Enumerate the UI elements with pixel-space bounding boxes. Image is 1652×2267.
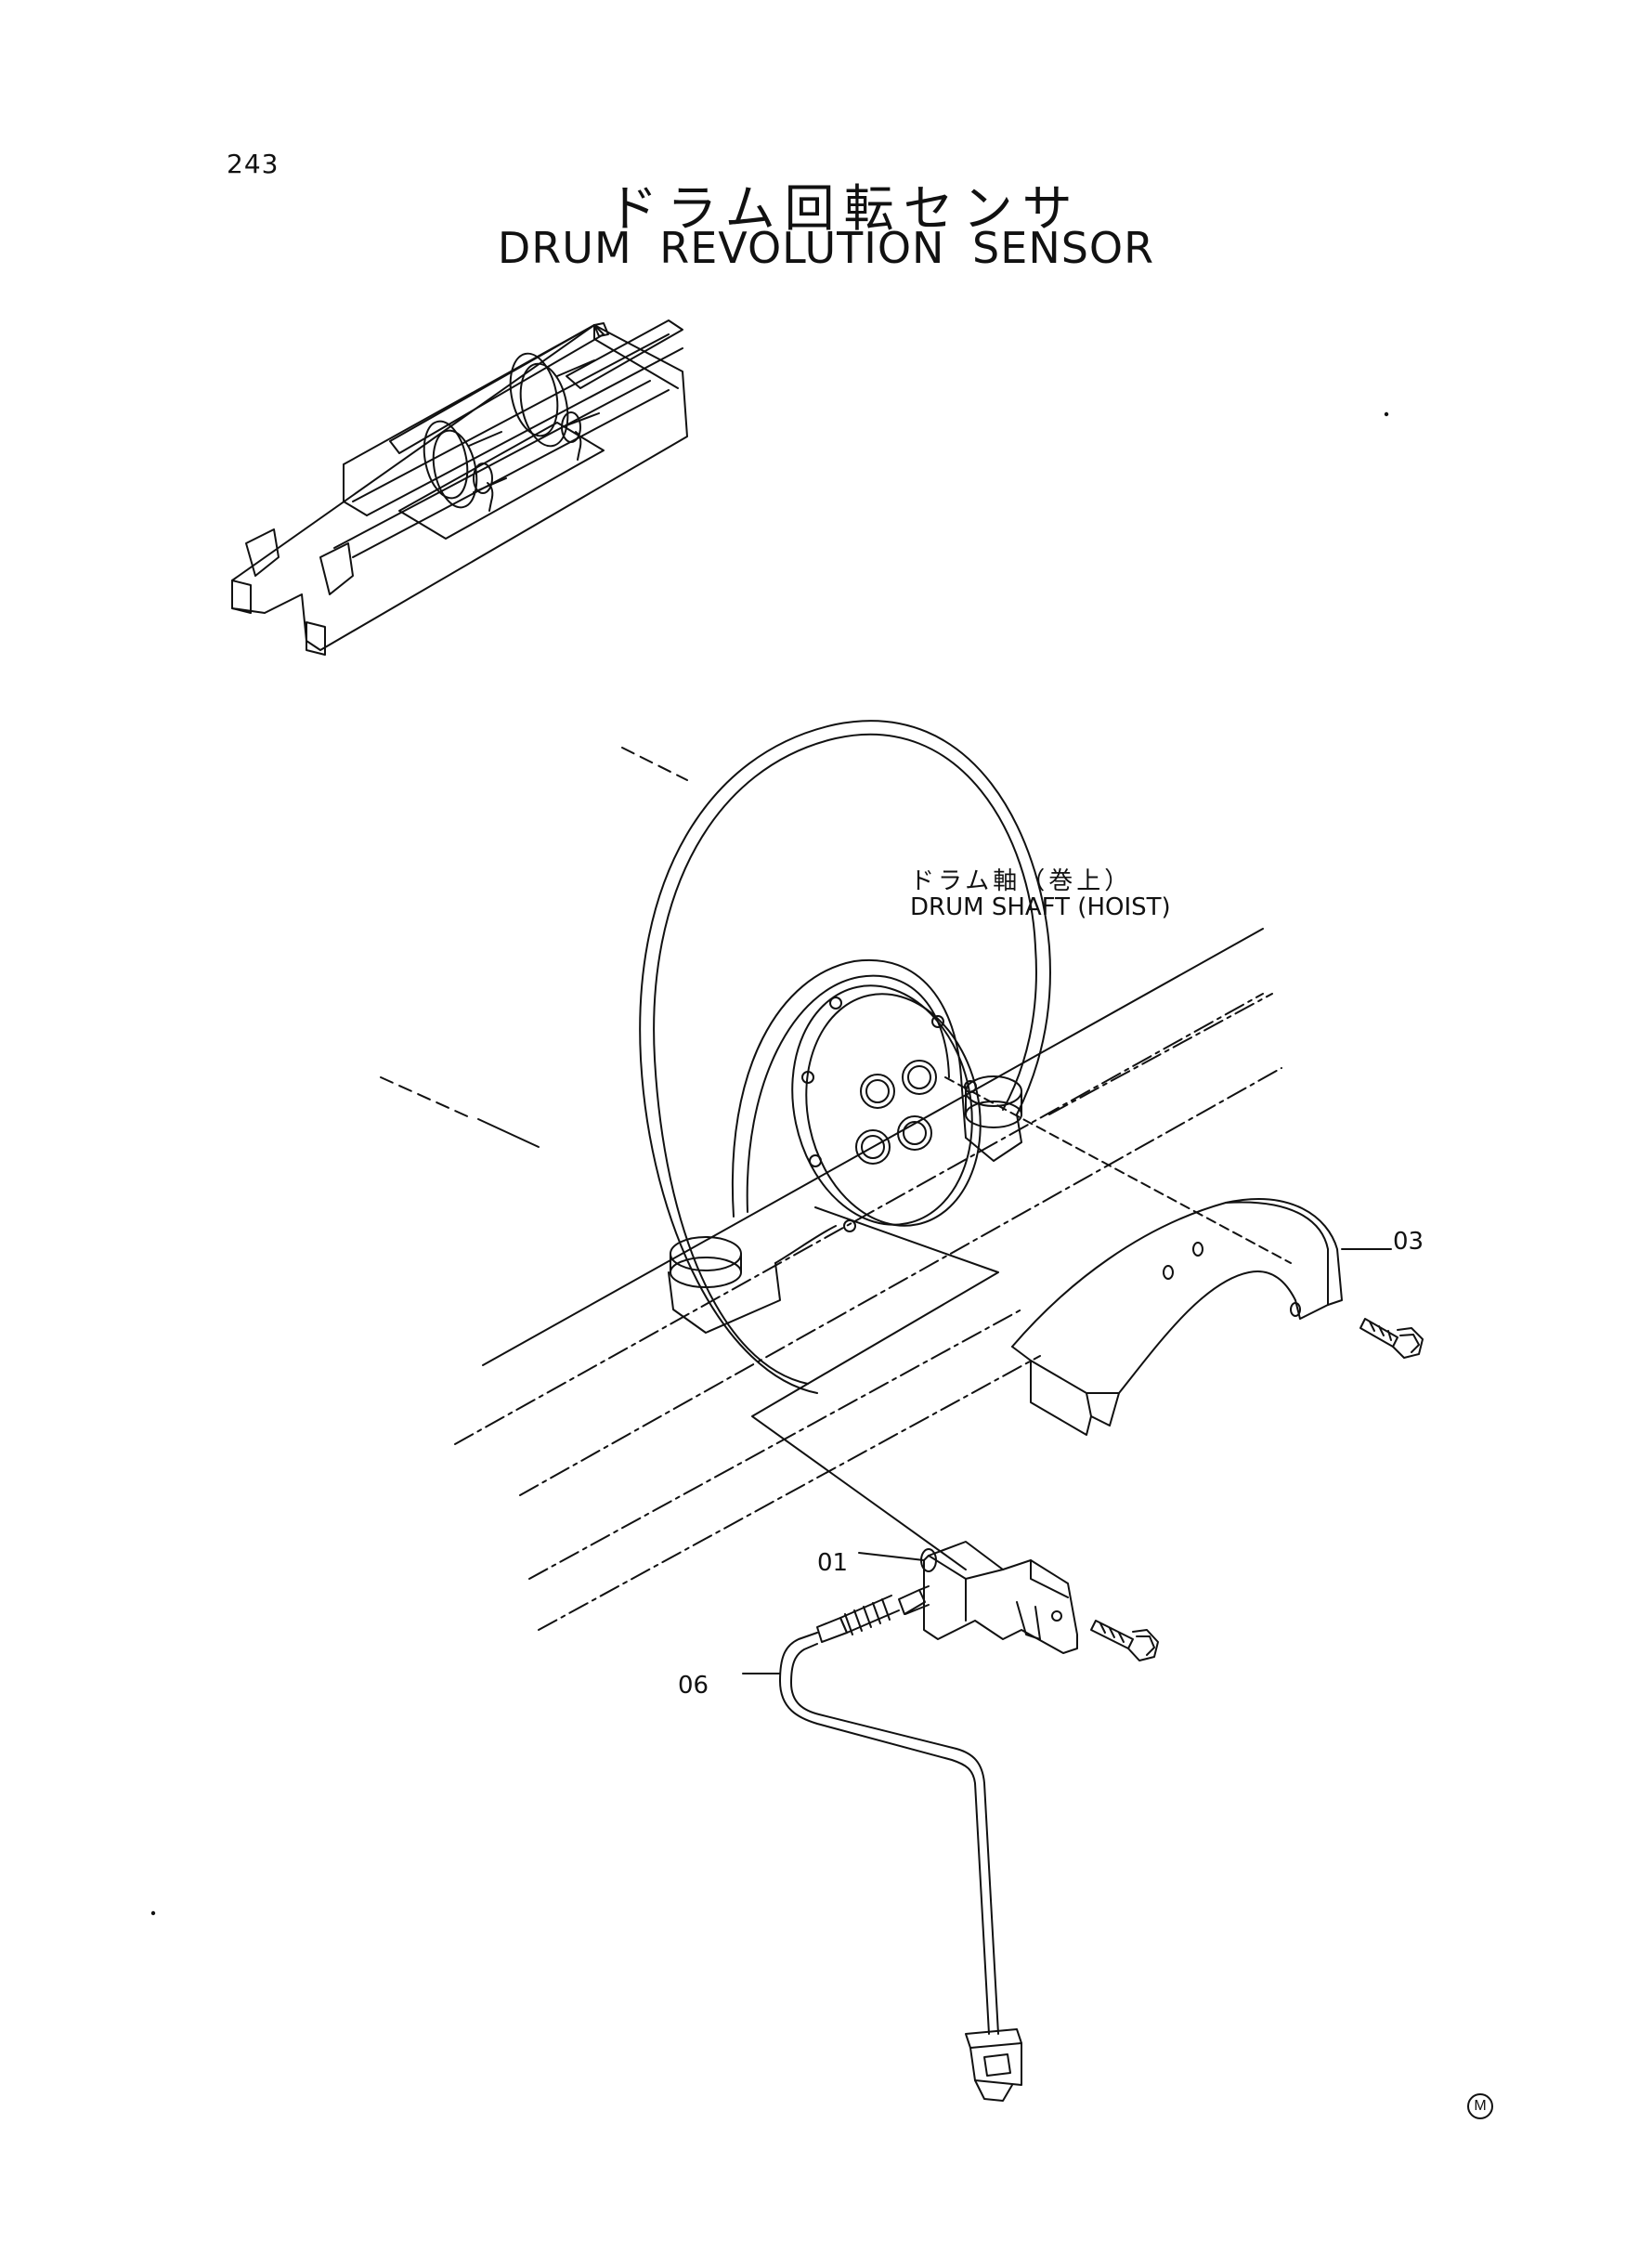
title-english: DRUM REVOLUTION SENSOR bbox=[497, 223, 1155, 273]
page-number: 243 bbox=[227, 149, 280, 179]
bolt-01-illustration bbox=[1091, 1621, 1158, 1661]
title-japanese: ドラム回転センサ bbox=[607, 179, 1082, 238]
drum-flange-illustration bbox=[381, 721, 1050, 1393]
drum-shaft-label-en: DRUM SHAFT (HOIST) bbox=[910, 893, 1171, 921]
base-frame-lines bbox=[455, 929, 1281, 1630]
callout-part-03: 03 bbox=[1393, 1228, 1424, 1256]
part-01-sensor-illustration bbox=[817, 1542, 1077, 1653]
bearing-housing-illustration bbox=[669, 960, 1021, 1333]
circled-m-mark: M bbox=[1467, 2093, 1493, 2119]
leader-lines bbox=[752, 1077, 1291, 1570]
part-06-harness-illustration bbox=[743, 1633, 1021, 2101]
bolt-03-illustration bbox=[1360, 1319, 1423, 1358]
drum-shaft-label-jp: ドラム軸（巻上） bbox=[910, 867, 1133, 895]
callout-part-06: 06 bbox=[678, 1672, 709, 1700]
overview-frame-illustration bbox=[232, 320, 687, 655]
callout-part-01: 01 bbox=[817, 1549, 849, 1577]
part-03-cover-illustration bbox=[1012, 1199, 1391, 1435]
